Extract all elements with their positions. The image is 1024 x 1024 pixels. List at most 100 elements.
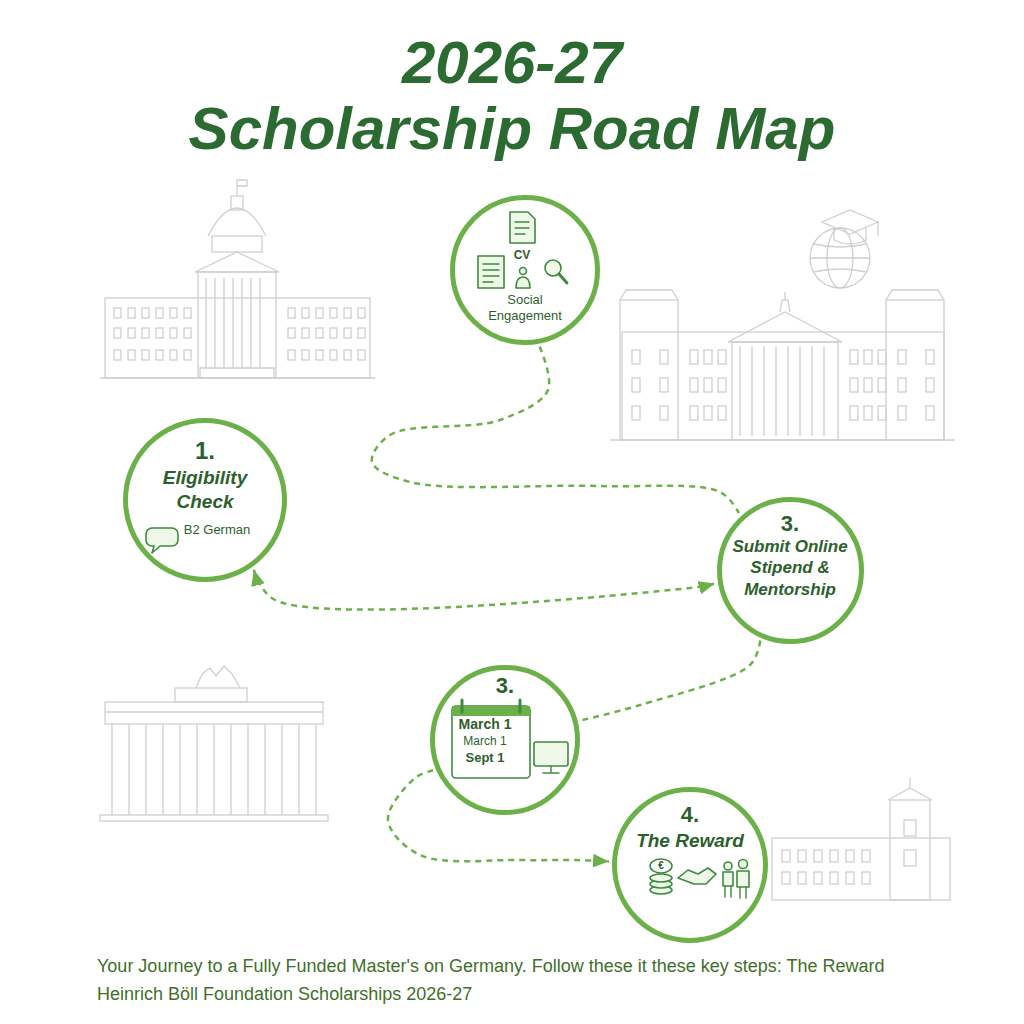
building-window [358,350,365,360]
person-icon [520,268,527,275]
calendar-header [452,706,530,716]
building-column [298,724,299,815]
handshake-icon [678,868,716,884]
dome [208,208,266,236]
building-window [632,406,640,420]
building-window [142,328,149,338]
building-window [344,308,351,318]
building-window [926,406,934,420]
statue [780,292,790,312]
building-column [775,346,776,436]
building-window [330,350,337,360]
building-window [904,850,916,866]
building-window [184,328,191,338]
dome-lantern [231,196,243,210]
building-window [926,378,934,392]
building-column [281,724,282,815]
building-window [302,350,309,360]
city-building [772,778,950,900]
tower-cap [620,290,944,300]
document-icon [478,256,504,288]
building-window [718,350,726,364]
building-window [660,378,668,392]
building-column [264,724,265,815]
document-icons [478,212,567,288]
currency-symbol: € [658,861,664,871]
building-window [690,350,698,364]
building-column [205,278,206,368]
building-window [358,328,365,338]
building-column [213,724,214,815]
building-column [811,346,812,436]
building-window [358,308,365,318]
building-wall [105,298,370,378]
dashed-connector [388,770,609,861]
building-column [232,278,233,368]
building-window [170,328,177,338]
building-window [288,328,295,338]
step-number: 1. [195,436,215,466]
building-tower [620,300,678,440]
building-column [739,346,740,436]
deadline-date: March 1 [463,734,506,749]
step-detail: Social Engagement [477,292,573,325]
gate-entablature [105,702,323,724]
building-window [690,378,698,392]
building-window [878,350,886,364]
coin-icon [650,859,672,873]
building-window [864,350,872,364]
building-window [690,406,698,420]
gate-base [100,815,328,821]
building-column [315,724,316,815]
building-column [223,278,224,368]
building-window [344,328,351,338]
building-column [799,346,800,436]
building-column [196,724,197,815]
building-tower [890,800,930,900]
step-title: Submit Online Stipend & Mentorship [725,536,855,600]
person-icon [739,860,748,869]
building-window [814,872,822,884]
building-window [898,350,906,364]
building-window [632,378,640,392]
dome-drum [212,236,262,252]
coin-icon [650,874,672,882]
calendar-icon [452,706,530,778]
globe-icon [810,210,878,288]
building-column [250,278,251,368]
building-window [782,872,790,884]
step-circle: 3.March 1March 1Sept 1 [430,665,580,815]
building-window [170,350,177,360]
magnifier-handle [559,274,567,283]
building-window [142,308,149,318]
step-title: The Reward [636,829,744,853]
building-window [830,850,838,862]
building-window [632,350,640,364]
step-circle: CVSocial Engagement [450,195,600,345]
building-window [316,308,323,318]
building-column [111,724,112,815]
building-window [898,378,906,392]
building-window [142,350,149,360]
building-window [128,308,135,318]
step-circle: 1.Eligibility Check B2 German [123,418,287,582]
building-window [864,406,872,420]
building-wall [772,838,950,900]
building-column [247,724,248,815]
building-window [114,328,121,338]
building-window [156,308,163,318]
step-detail: B2 German [184,522,250,538]
building-window [128,328,135,338]
deadline-date: March 1 [459,716,512,734]
step-title: Eligibility Check [143,466,267,514]
dashed-connector [254,570,715,610]
step-number: 3. [781,510,799,538]
caption: Your Journey to a Fully Funded Master's … [97,952,947,1008]
graduation-cap [822,210,878,244]
building-window [718,378,726,392]
building-window [660,350,668,364]
building-window [862,850,870,862]
building-column [230,724,231,815]
building-window [798,872,806,884]
building-window [898,406,906,420]
